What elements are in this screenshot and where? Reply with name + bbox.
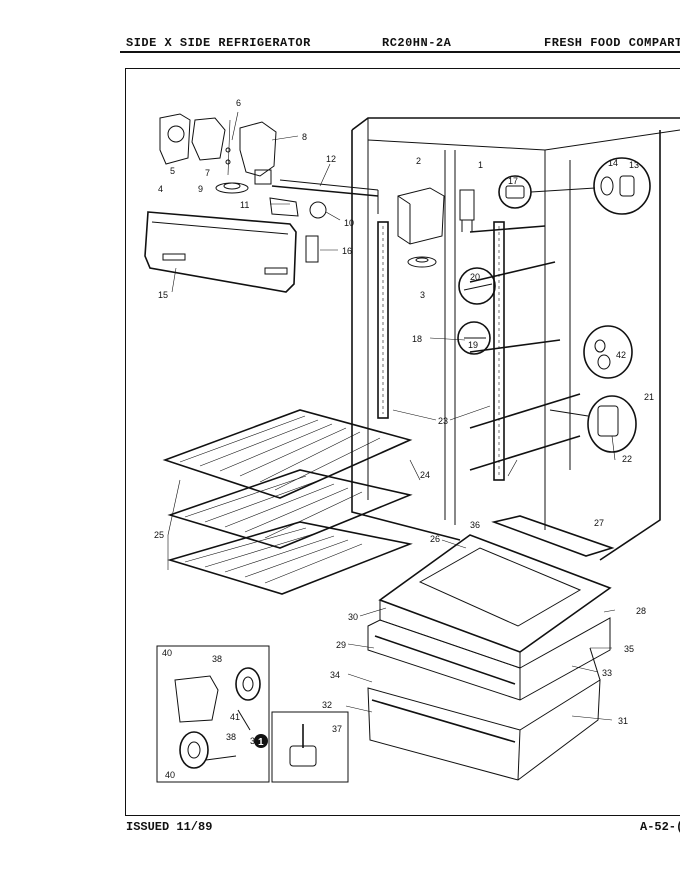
callout-11: 11 xyxy=(240,200,249,210)
callout-labels: 1 2 3 4 5 6 7 8 9 10 11 12 13 14 15 16 1… xyxy=(154,98,654,780)
callout-30: 30 xyxy=(348,612,358,622)
diagram-frame xyxy=(125,68,680,816)
wire-shelf-middle xyxy=(167,469,413,549)
lamp-socket xyxy=(269,179,379,219)
thermostat-assembly xyxy=(159,113,277,194)
light-shield xyxy=(144,211,319,293)
callout-40a: 40 xyxy=(162,648,172,658)
callout-2: 2 xyxy=(416,156,421,166)
callout-21: 21 xyxy=(644,392,654,402)
leader-lines xyxy=(167,111,616,721)
callout-10: 10 xyxy=(344,218,354,228)
callout-42: 42 xyxy=(616,350,626,360)
callout-13: 13 xyxy=(629,160,639,170)
callout-22: 22 xyxy=(622,454,632,464)
callout-34: 34 xyxy=(330,670,340,680)
roller-detail-box xyxy=(156,645,270,783)
wire-shelf-top xyxy=(162,409,413,499)
header-rule xyxy=(120,51,680,53)
callout-26: 26 xyxy=(430,534,440,544)
page-number: A-52-( xyxy=(640,820,680,834)
detail-circle-19 xyxy=(457,321,491,355)
callout-5: 5 xyxy=(170,166,175,176)
callout-36: 36 xyxy=(470,520,480,530)
callout-40b: 40 xyxy=(165,770,175,780)
callout-24: 24 xyxy=(420,470,430,480)
cabinet xyxy=(351,117,680,561)
callout-12: 12 xyxy=(326,154,336,164)
callout-38a: 38 xyxy=(212,654,222,664)
callout-31: 31 xyxy=(618,716,628,726)
callout-16: 16 xyxy=(342,246,352,256)
callout-17: 17 xyxy=(508,176,518,186)
callout-8: 8 xyxy=(302,132,307,142)
ladder-rail-left xyxy=(377,221,389,419)
callout-15: 15 xyxy=(158,290,168,300)
meat-keeper-drawer xyxy=(367,647,601,781)
callout-33: 33 xyxy=(602,668,612,678)
callout-32: 32 xyxy=(322,700,332,710)
ladder-rail-right xyxy=(493,221,505,481)
callout-29: 29 xyxy=(336,640,346,650)
note-marker: 1 xyxy=(254,734,268,748)
callout-7: 7 xyxy=(205,168,210,178)
detail-circle-top xyxy=(498,157,651,215)
crisper-pan-top xyxy=(378,534,612,669)
crisper-drawer-middle xyxy=(367,617,611,701)
callout-4: 4 xyxy=(158,184,163,194)
callout-19: 19 xyxy=(468,340,478,350)
control-box xyxy=(397,187,445,268)
callout-25: 25 xyxy=(154,530,164,540)
callout-37: 37 xyxy=(332,724,342,734)
callout-38b: 38 xyxy=(226,732,236,742)
note-marker-label: 1 xyxy=(258,737,264,748)
issued-date: ISSUED 11/89 xyxy=(126,820,213,834)
callout-28: 28 xyxy=(636,606,646,616)
callout-20: 20 xyxy=(470,272,480,282)
callout-3: 3 xyxy=(420,290,425,300)
crisper-cover-seal xyxy=(491,515,615,557)
callout-18: 18 xyxy=(412,334,422,344)
callout-23: 23 xyxy=(438,416,448,426)
leveling-leg-box xyxy=(271,711,349,783)
wire-shelf-bottom xyxy=(167,521,413,595)
detail-circle-21 xyxy=(549,395,637,453)
callout-6: 6 xyxy=(236,98,241,108)
callout-41: 41 xyxy=(230,712,240,722)
header-title: SIDE X SIDE REFRIGERATOR xyxy=(126,36,311,50)
callout-9: 9 xyxy=(198,184,203,194)
switch xyxy=(459,189,475,232)
detail-circle-42 xyxy=(583,325,633,379)
callout-14: 14 xyxy=(608,158,618,168)
callout-35: 35 xyxy=(624,644,634,654)
header-section: FRESH FOOD COMPARTMEN xyxy=(544,36,680,50)
callout-27: 27 xyxy=(594,518,604,528)
callout-1: 1 xyxy=(478,160,483,170)
header-model: RC20HN-2A xyxy=(382,36,452,50)
detail-circle-20 xyxy=(458,267,496,305)
